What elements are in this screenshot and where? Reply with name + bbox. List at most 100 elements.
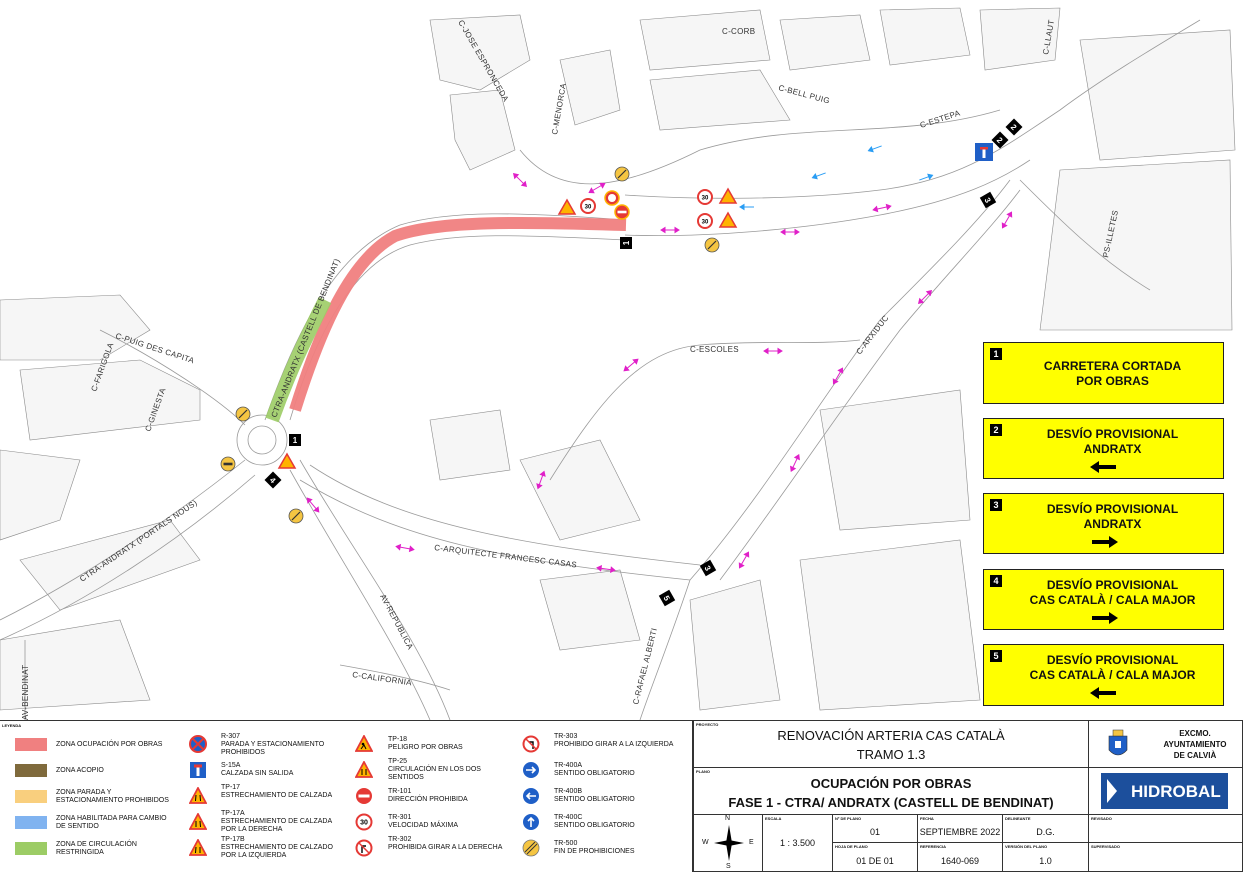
roadworks-icon [277,452,297,469]
org-line: AYUNTAMIENTO [1163,740,1227,749]
detour-arrow [588,182,606,194]
zone-label: ZONA HABILITADA PARA CAMBIO DE SENTIDO [56,815,167,830]
svg-text:5: 5 [662,594,672,603]
title-block: PROYECTO RENOVACIÓN ARTERIA CAS CATALÀ T… [693,720,1243,872]
zone-label: ZONA DE CIRCULACIÓN RESTRINGIDA [56,841,137,856]
panel-line: CARRETERA CORTADA [1043,359,1182,373]
panel-3: 3 DESVÍO PROVISIONAL ANDRATX [983,493,1224,554]
plan-cell: PLANO OCUPACIÓN POR OBRAS FASE 1 - CTRA/… [693,767,1089,815]
calvia-crest-icon [1108,729,1128,756]
scale-cell: ESCALA 1 : 3.500 [762,814,833,872]
zone-swatch-storage [15,764,47,777]
sheet-value: 01 DE 01 [856,856,894,866]
sign-code: TP-25 [388,758,408,765]
sign-code: TR-302 [388,836,412,843]
end-prohibitions-icon [522,839,540,857]
sign-code: TR-400C [554,814,583,821]
narrowing-right-icon [189,813,207,830]
sign-desc: ESTRECHAMIENTO DE CALZADA POR LA DERECHA [221,818,332,833]
compass-rose-icon [714,825,744,861]
sheet-cell: HOJA DE PLANO 01 DE 01 [832,842,918,872]
sign-desc: VELOCIDAD MÁXIMA [388,822,459,829]
plan-subtitle: FASE 1 - CTRA/ ANDRATX (CASTELL DE BENDI… [728,795,1054,810]
company-cell: HIDROBAL [1088,767,1243,815]
panel-4: 4 DESVÍO PROVISIONAL CAS CATALÀ / CALA M… [983,569,1224,630]
restricted-circulation-zone [265,296,332,423]
detour-arrow [917,289,933,305]
street-escoles: C-ESCOLES [690,345,739,354]
roadworks-icon [718,211,738,228]
compass-cell: N S W E [693,814,763,872]
sign-code: S-15A [221,762,241,769]
uturn-arrows [739,145,934,211]
legend: LEYENDA ZONA OCUPACIÓN POR OBRAS ZONA AC… [0,720,693,872]
zone-label: ZONA PARADA Y ESTACIONAMIENTO PROHIBIDOS [56,789,169,804]
detour-arrow [596,565,616,573]
detour-arrow [780,228,800,236]
end-prohibitions-icon [288,508,304,524]
sheet-label: HOJA DE PLANO [835,844,868,849]
company-logo: HIDROBAL [1101,773,1228,809]
sign-code: TP-18 [388,736,408,743]
zone-label: ZONA OCUPACIÓN POR OBRAS [56,741,163,748]
occupation-zone [289,216,627,412]
version-label: VERSIÓN DEL PLANO [1005,844,1048,849]
sign-code: TP-17B [221,836,245,843]
supervised-label: SUPERVISADO [1091,844,1121,849]
sign-desc: DIRECCIÓN PROHIBIDA [388,796,468,803]
project-title: RENOVACIÓN ARTERIA CAS CATALÀ [777,728,1005,743]
arrow-right-icon [1092,536,1118,548]
panel-number: 4 [990,575,1002,587]
org-line: DE CALVIÀ [1173,751,1217,760]
arrow-left-icon [1090,687,1116,699]
arrow-left-icon [1090,461,1116,473]
panel-line: ANDRATX [1083,517,1142,531]
sign-code: TP-17 [221,784,241,791]
zone-swatch-no-parking [15,790,47,803]
svg-text:4: 4 [268,476,278,486]
no-parking-icon [189,735,207,753]
panel-5: 5 DESVÍO PROVISIONAL CAS CATALÀ / CALA M… [983,644,1224,706]
svg-text:30: 30 [702,220,709,226]
arrow-right-icon [1092,612,1118,624]
marker-3: 3 [979,191,997,209]
date-value: SEPTIEMBRE 2022 [919,827,1001,837]
detour-arrow [832,367,844,385]
drafter-value: D.G. [1036,827,1055,837]
speed-limit-icon: 30 [580,198,596,214]
uturn-arrow [739,203,754,211]
building-blocks [0,7,1236,711]
road-network [0,19,1201,720]
sign-code: TR-301 [388,814,412,821]
panel-number: 2 [990,424,1002,436]
two-way-icon [355,761,373,778]
panel-line: CAS CATALÀ / CALA MAJOR [1029,668,1196,682]
detour-arrow [763,347,783,355]
scale-label: ESCALA [765,816,782,821]
end-prohibitions-icon [614,166,630,182]
detour-arrow [536,470,546,490]
sign-desc: SENTIDO OBLIGATORIO [554,822,635,829]
sign-desc: PROHIBIDA GIRAR A LA DERECHA [388,844,503,851]
compass-n: N [725,815,731,822]
end-prohibitions-icon [235,406,251,422]
sign-code: TP-17A [221,810,245,817]
date-cell: FECHA SEPTIEMBRE 2022 [917,814,1003,843]
legend-header: LEYENDA [2,723,22,728]
svg-text:30: 30 [360,820,368,827]
detour-arrow [512,172,528,188]
org-line: EXCMO. [1179,729,1211,738]
marker-2: 2 [991,131,1009,149]
plan-number-label: Nº DE PLANO [835,816,862,821]
narrowing-icon [189,787,207,804]
sign-desc: ESTRECHAMIENTO DE CALZADO POR LA IZQUIER… [221,844,333,859]
panel-line: DESVÍO PROVISIONAL [1046,427,1179,441]
no-right-turn-icon [604,190,620,206]
project-cell: PROYECTO RENOVACIÓN ARTERIA CAS CATALÀ T… [693,720,1089,768]
panel-line: DESVÍO PROVISIONAL [1046,578,1179,592]
plan-title: OCUPACIÓN POR OBRAS [810,776,972,791]
panel-2: 2 DESVÍO PROVISIONAL ANDRATX [983,418,1224,479]
reference-cell: REFERENCIA 1640-069 [917,842,1003,872]
street-bendinat: AV-BENDINAT [21,665,30,720]
speed-limit-icon: 30 [697,213,713,229]
